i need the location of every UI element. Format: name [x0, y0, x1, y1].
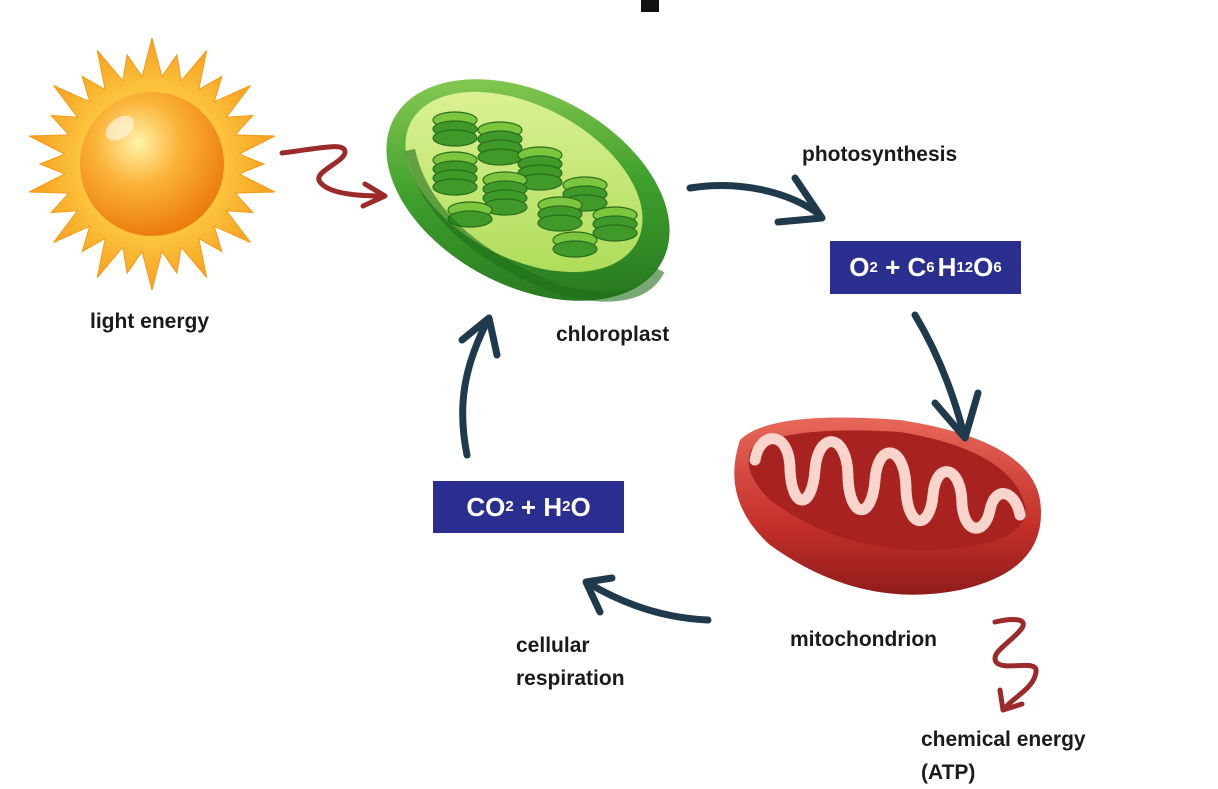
plus-sign: +: [877, 252, 908, 282]
hydrogen-symbol: H: [937, 252, 957, 282]
carbon-dioxide-symbol: CO: [466, 491, 506, 522]
thylakoid-disc: [432, 129, 478, 147]
chloroplast-label: chloroplast: [556, 323, 670, 346]
cellular-respiration-line-2: respiration: [516, 666, 625, 690]
plus-sign: +: [513, 491, 544, 522]
sun-icon: [28, 37, 276, 291]
to-mitochondrion-arrow: [911, 311, 982, 442]
cellular-respiration-line-1: cellular: [516, 634, 590, 657]
cellular-respiration-label: cellular respiration: [516, 630, 625, 695]
top-cropped-glyph: [641, 0, 659, 12]
water-o-symbol: O: [570, 491, 591, 522]
mitochondrion-icon: [734, 417, 1041, 595]
carbon-symbol: C: [907, 252, 927, 282]
photosynthesis-label: photosynthesis: [802, 143, 958, 166]
chemical-energy-line-1: chemical energy: [921, 728, 1086, 751]
thylakoid-disc: [552, 240, 598, 258]
light-energy-label: light energy: [90, 310, 210, 333]
thylakoid-disc: [432, 178, 478, 196]
thylakoid-disc: [477, 148, 523, 166]
thylakoid-stacks: [432, 111, 638, 258]
thylakoid-disc: [537, 214, 583, 232]
chemical-energy-line-2: (ATP): [921, 760, 976, 784]
chemical-energy-arrow: [992, 617, 1039, 713]
light-energy-arrow: [279, 144, 388, 209]
chemical-energy-label: chemical energy (ATP): [921, 724, 1086, 789]
oxygen-symbol: O: [849, 252, 870, 282]
photosynthesis-arrow: [686, 174, 826, 226]
cellular-respiration-arrow: [582, 574, 712, 624]
thylakoid-disc: [592, 224, 638, 242]
chloroplast-icon: [386, 79, 670, 302]
to-chloroplast-arrow: [458, 314, 501, 459]
mitochondrion-label: mitochondrion: [790, 628, 937, 651]
oxygen2-symbol: O: [973, 252, 994, 282]
water-h-symbol: H: [543, 491, 563, 522]
